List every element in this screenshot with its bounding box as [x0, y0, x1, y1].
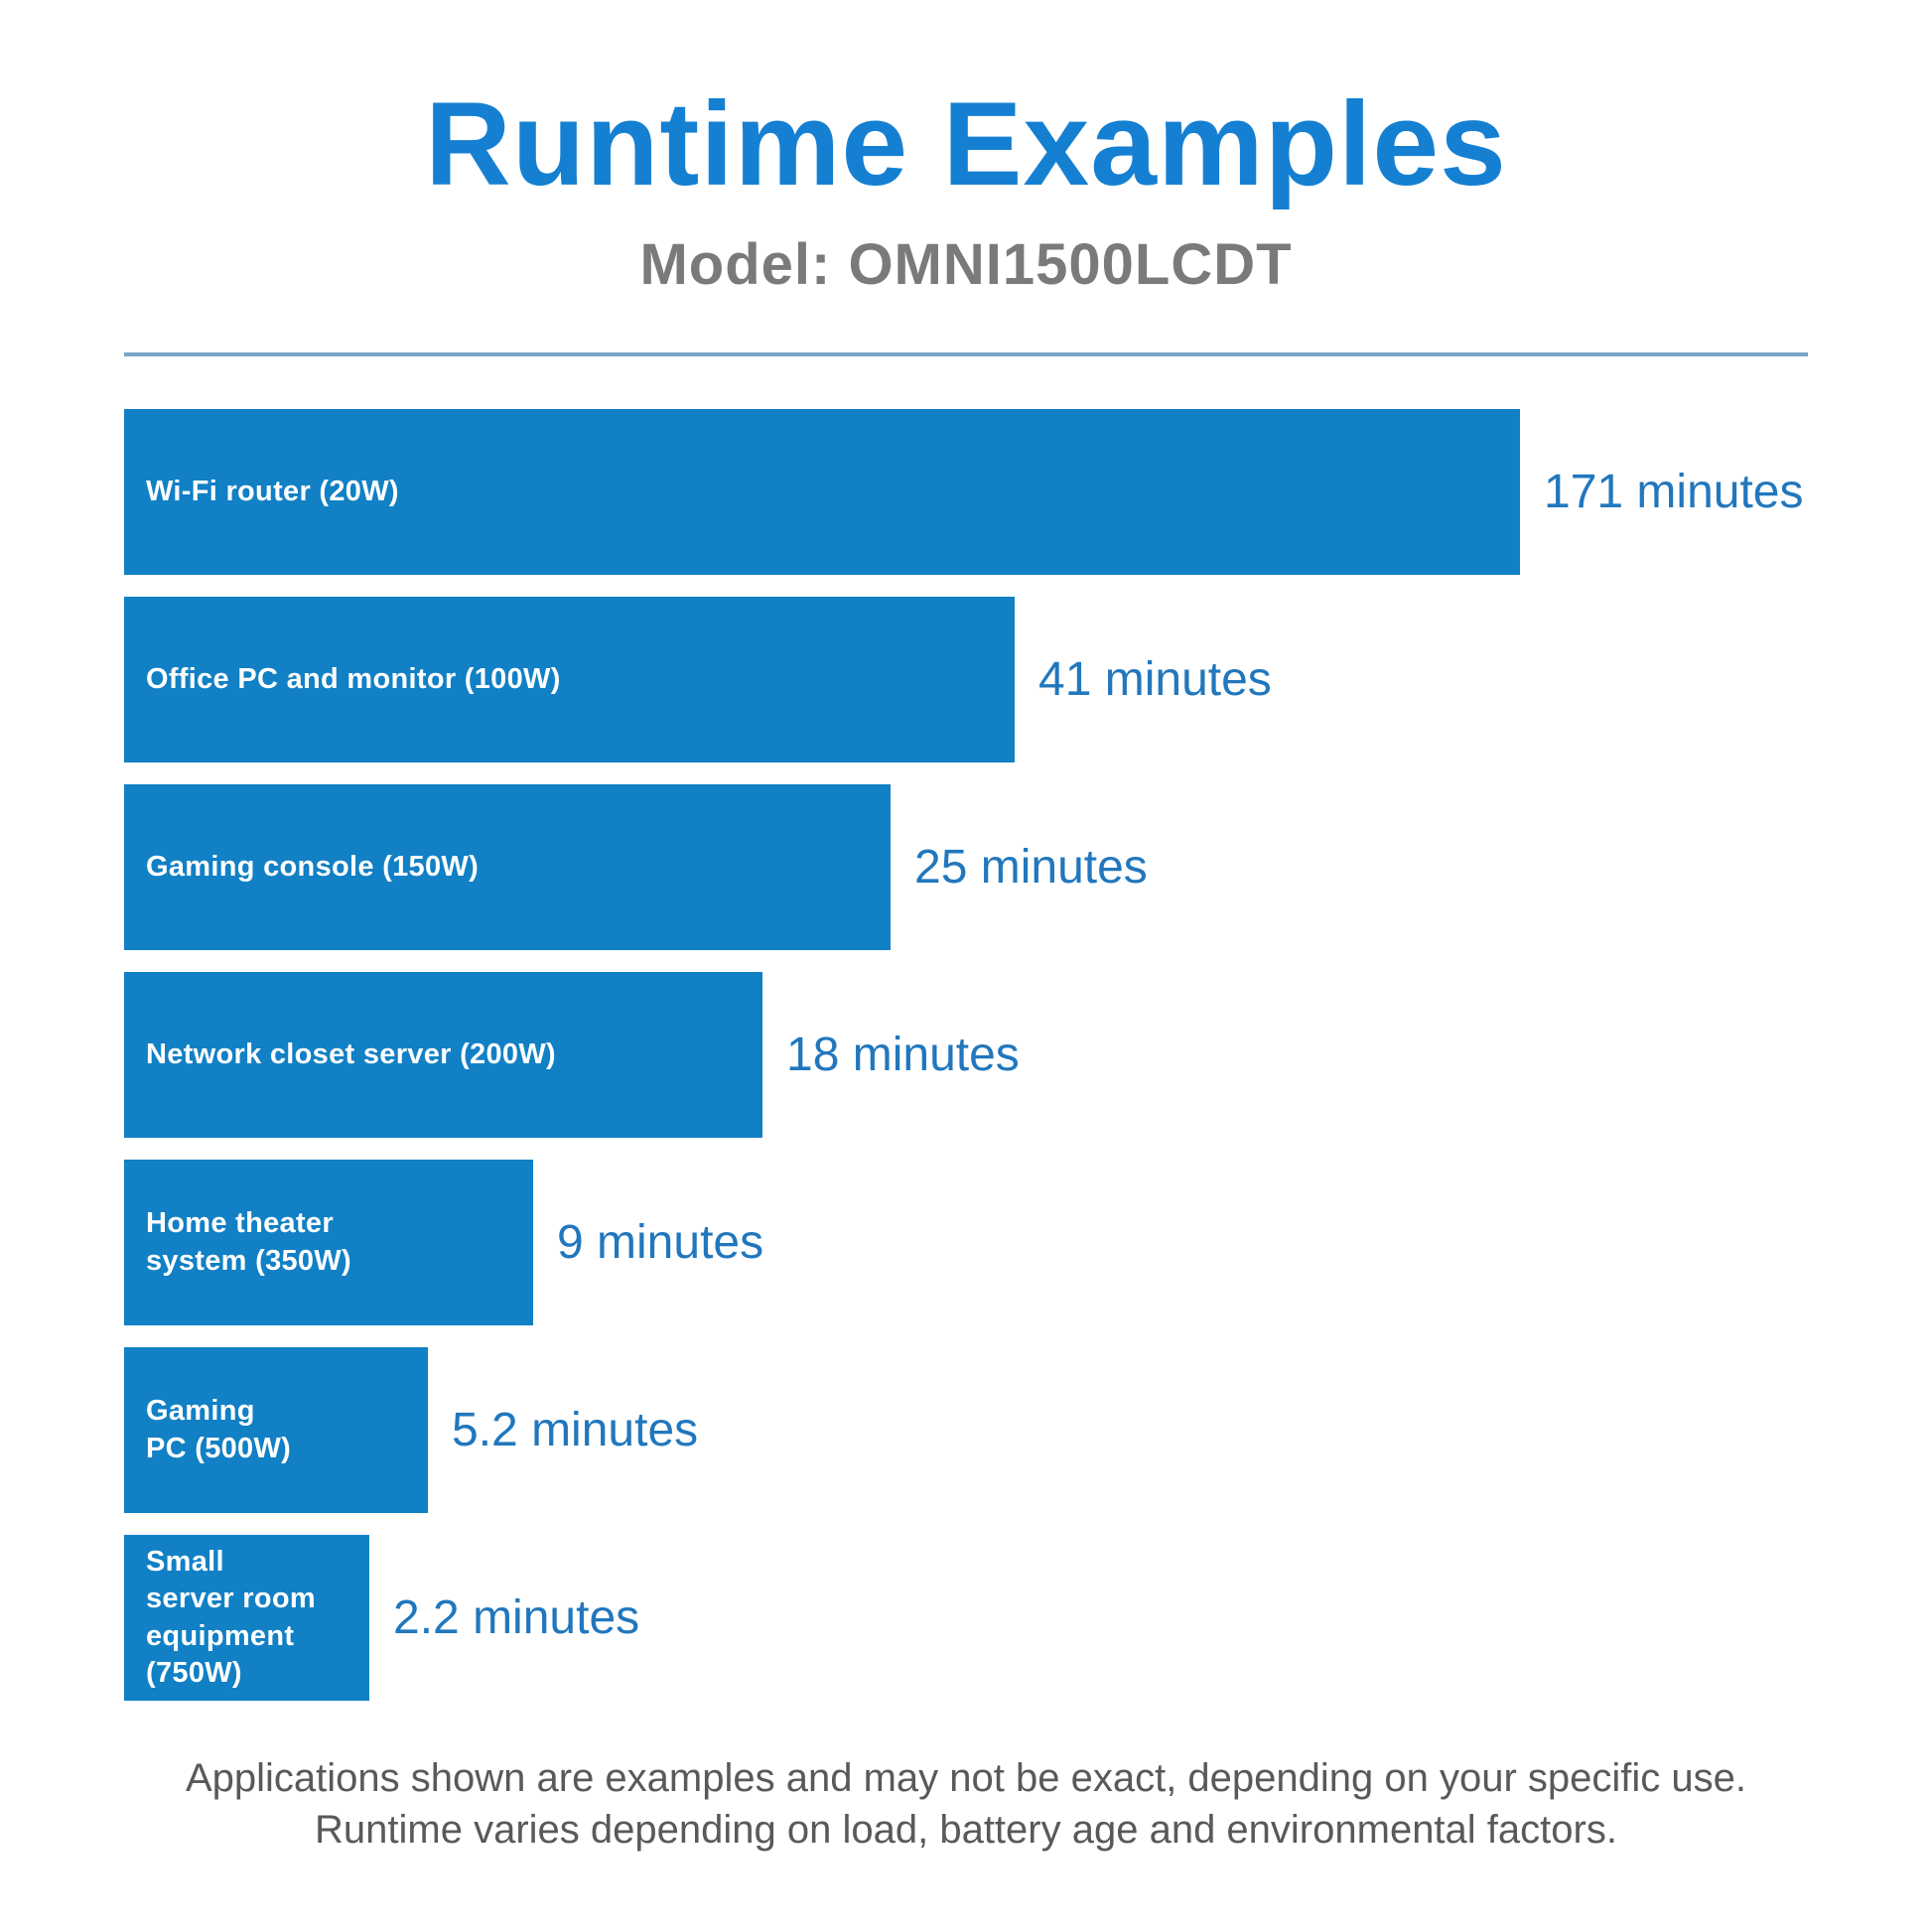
value-label-home-theater: 9 minutes [557, 1216, 764, 1269]
value-label-wifi-router: 171 minutes [1544, 466, 1804, 518]
bar-wifi-router: Wi-Fi router (20W) [124, 409, 1520, 575]
disclaimer-line-1: Applications shown are examples and may … [185, 1756, 1747, 1800]
value-label-gaming-pc: 5.2 minutes [452, 1404, 699, 1456]
bar-network-server: Network closet server (200W) [124, 972, 762, 1138]
bar-row-gaming-pc: Gaming PC (500W) 5.2 minutes [124, 1347, 1932, 1513]
divider-rule [124, 352, 1808, 356]
bar-office-pc: Office PC and monitor (100W) [124, 597, 1015, 762]
disclaimer-line-2: Runtime varies depending on load, batter… [315, 1808, 1617, 1852]
value-label-office-pc: 41 minutes [1038, 653, 1272, 706]
bar-label-gaming-console: Gaming console (150W) [146, 850, 480, 883]
bar-row-home-theater: Home theater system (350W) 9 minutes [124, 1160, 1932, 1325]
value-label-small-server-room: 2.2 minutes [393, 1591, 640, 1644]
bar-gaming-pc: Gaming PC (500W) [124, 1347, 428, 1513]
value-label-gaming-console: 25 minutes [914, 841, 1148, 894]
bar-row-gaming-console: Gaming console (150W) 25 minutes [124, 784, 1932, 950]
bar-row-network-server: Network closet server (200W) 18 minutes [124, 972, 1932, 1138]
bar-row-office-pc: Office PC and monitor (100W) 41 minutes [124, 597, 1932, 762]
runtime-bar-chart: Wi-Fi router (20W) 171 minutes Office PC… [124, 409, 1932, 1701]
bar-gaming-console: Gaming console (150W) [124, 784, 891, 950]
bar-label-gaming-pc: Gaming PC (500W) [146, 1395, 292, 1464]
bar-label-office-pc: Office PC and monitor (100W) [146, 662, 561, 695]
value-label-network-server: 18 minutes [786, 1029, 1020, 1081]
bar-label-wifi-router: Wi-Fi router (20W) [146, 475, 399, 507]
bar-label-network-server: Network closet server (200W) [146, 1037, 556, 1070]
bar-home-theater: Home theater system (350W) [124, 1160, 533, 1325]
bar-row-wifi-router: Wi-Fi router (20W) 171 minutes [124, 409, 1932, 575]
model-subtitle: Model: OMNI1500LCDT [639, 232, 1293, 297]
bar-row-small-server-room: Small server room equipment (750W) 2.2 m… [124, 1535, 1932, 1701]
bar-small-server-room: Small server room equipment (750W) [124, 1535, 369, 1701]
disclaimer-text: Applications shown are examples and may … [0, 1752, 1932, 1856]
bar-label-small-server-room: Small server room equipment (750W) [146, 1546, 316, 1689]
page-title: Runtime Examples [425, 77, 1507, 210]
bar-label-home-theater: Home theater system (350W) [146, 1207, 351, 1277]
